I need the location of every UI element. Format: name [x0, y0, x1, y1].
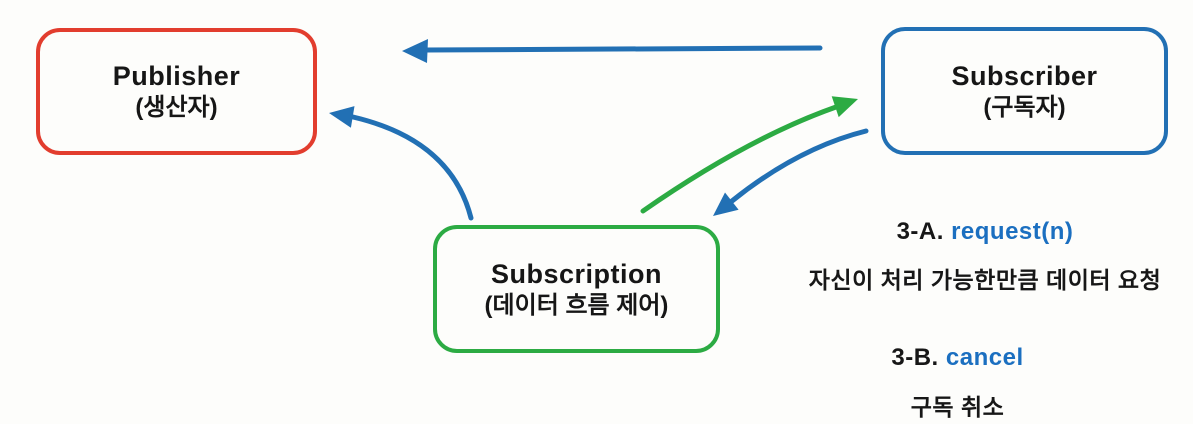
subscription-title: Subscription	[490, 258, 662, 289]
arrow-subscription-to-publisher	[329, 106, 474, 221]
subscription-subtitle: (데이터 흐름 제어)	[484, 291, 669, 319]
annotation-cancel-line: 3-B. cancel	[850, 344, 1065, 372]
arrow-subscriber-to-publisher	[402, 39, 823, 63]
subscriber-title: Subscriber	[951, 60, 1098, 91]
subscriber-box: Subscriber (구독자)	[881, 27, 1168, 155]
annotation-cancel-prefix: 3-B.	[891, 344, 939, 371]
annotation-request-description: 자신이 처리 가능한만큼 데이터 요청	[808, 267, 1162, 293]
annotation-cancel-method: cancel	[945, 344, 1024, 371]
annotation-cancel-description: 구독 취소	[910, 394, 1005, 420]
annotation-request-method: request(n)	[951, 218, 1074, 245]
annotation-request-prefix: 3-A.	[896, 218, 944, 245]
subscription-box: Subscription (데이터 흐름 제어)	[433, 225, 720, 353]
subscriber-subtitle: (구독자)	[983, 93, 1066, 121]
annotation-request: 3-A. request(n) 자신이 처리 가능한만큼 데이터 요청	[790, 218, 1180, 295]
arrow-subscriber-to-subscription	[713, 128, 869, 216]
annotation-cancel: 3-B. cancel 구독 취소	[850, 344, 1065, 422]
publisher-subtitle: (생산자)	[135, 94, 218, 122]
arrow-subscription-to-subscriber	[640, 96, 858, 214]
publisher-box: Publisher (생산자)	[36, 28, 317, 155]
annotation-request-line: 3-A. request(n)	[790, 218, 1180, 246]
publisher-title: Publisher	[112, 61, 241, 92]
